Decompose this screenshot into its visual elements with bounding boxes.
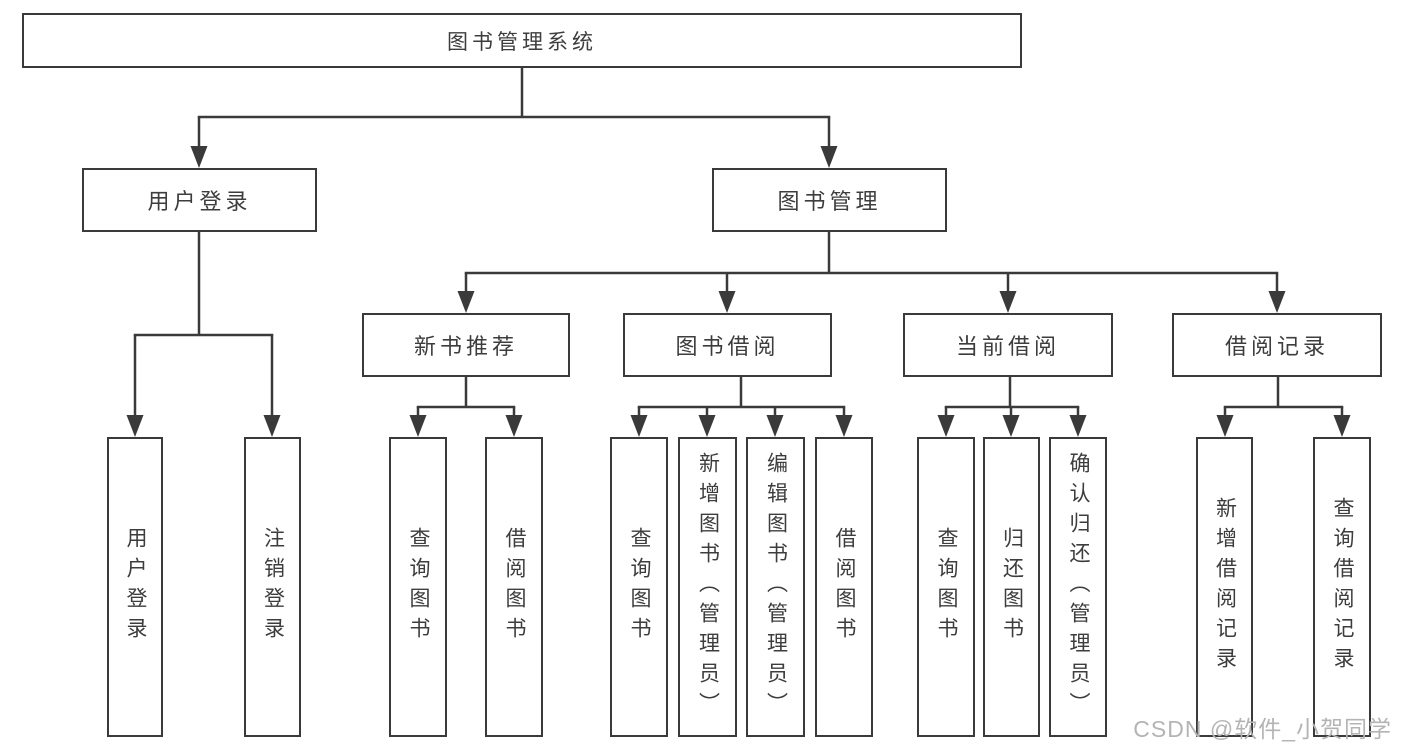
watermark: CSDN @软件_小贺同学	[1133, 716, 1392, 742]
leaf-query-books: 查询图书	[610, 437, 668, 737]
node-book-borrowing: 图书借阅	[623, 313, 832, 377]
leaf-query-books: 查询图书	[917, 437, 975, 737]
node-borrowing-records: 借阅记录	[1172, 313, 1382, 377]
node-book-management: 图书管理	[712, 168, 947, 232]
leaf-user-login: 用户登录	[107, 437, 163, 737]
arrowheads	[126, 146, 1351, 437]
leaf-return-books: 归还图书	[983, 437, 1040, 737]
node-book-management-system: 图书管理系统	[22, 13, 1022, 68]
leaf-add-borrow-record: 新增借阅记录	[1196, 437, 1253, 737]
leaf-logout: 注销登录	[244, 437, 301, 737]
leaf-query-books: 查询图书	[389, 437, 447, 737]
leaf-borrow-books: 借阅图书	[485, 437, 543, 737]
node-user-login: 用户登录	[82, 168, 317, 232]
leaf-borrow-books: 借阅图书	[815, 437, 873, 737]
node-current-borrowing: 当前借阅	[903, 313, 1113, 377]
leaf-add-books-admin: 新增图书（管理员）	[678, 437, 737, 737]
leaf-confirm-return-admin: 确认归还（管理员）	[1049, 437, 1107, 737]
leaf-edit-books-admin: 编辑图书（管理员）	[746, 437, 805, 737]
node-new-book-recommendation: 新书推荐	[362, 313, 570, 377]
leaf-query-borrow-record: 查询借阅记录	[1313, 437, 1371, 737]
